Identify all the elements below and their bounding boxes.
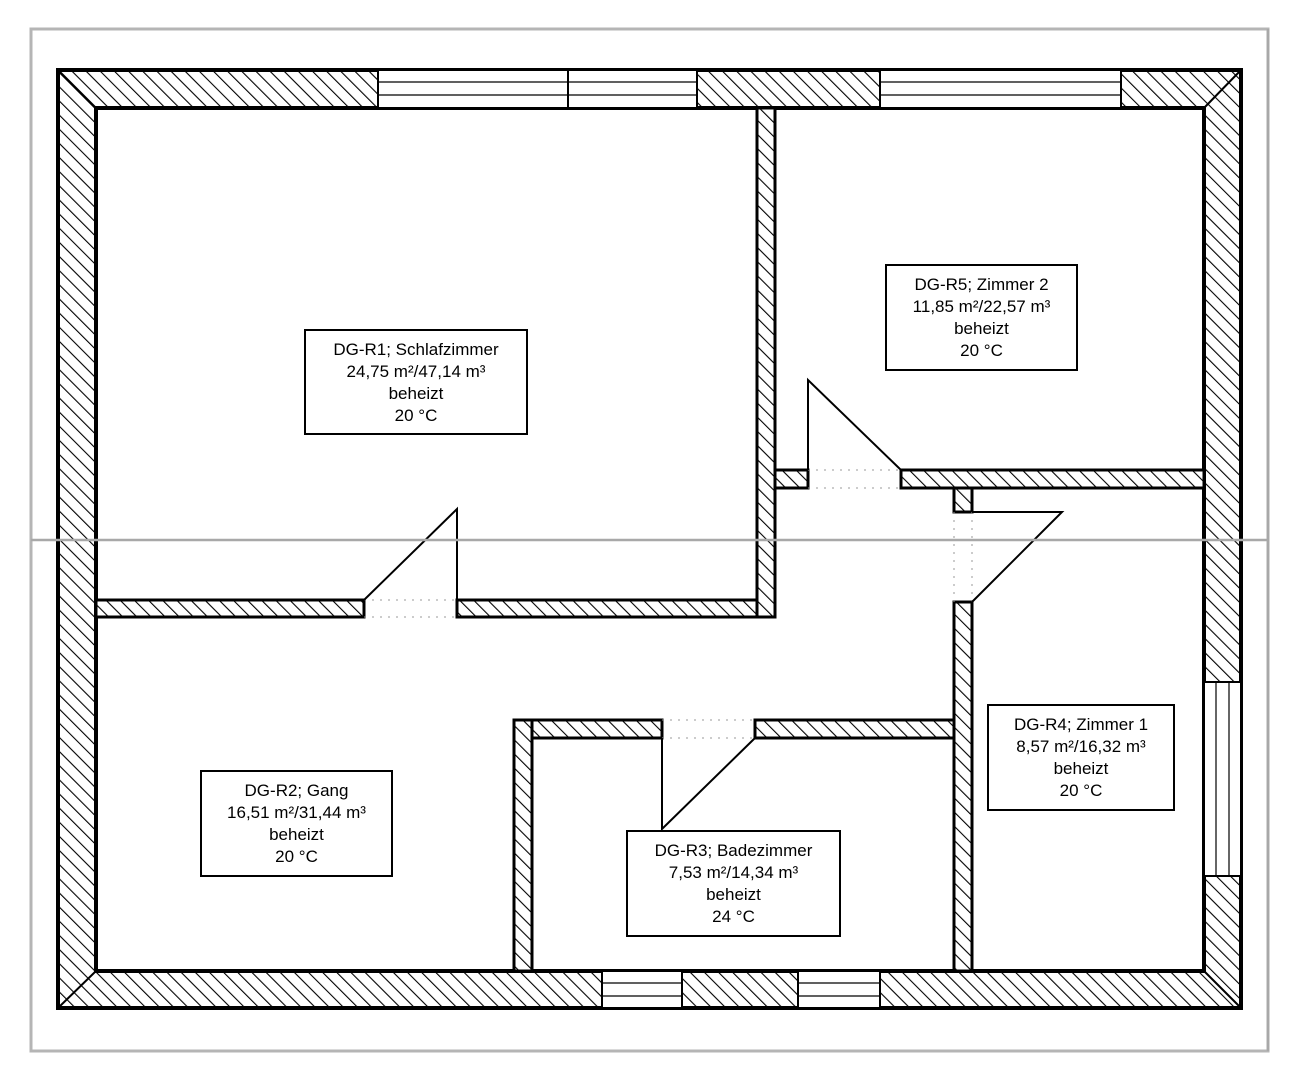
window-right — [1203, 681, 1242, 877]
room-label-dg-r2: DG-R2; Gang 16,51 m²/31,44 m³ beheizt 20… — [200, 770, 393, 877]
room-name: DG-R4; Zimmer 1 — [1013, 715, 1149, 734]
room-name: DG-R3; Badezimmer — [654, 841, 813, 860]
room-area-volume: 8,57 m²/16,32 m³ — [1016, 737, 1146, 756]
room-label-dg-r1: DG-R1; Schlafzimmer 24,75 m²/47,14 m³ be… — [304, 329, 528, 435]
room-name: DG-R1; Schlafzimmer — [333, 340, 499, 359]
room-name: DG-R2; Gang — [244, 781, 349, 800]
room-temperature: 20 °C — [394, 406, 438, 425]
wall-r4-stub-top — [952, 486, 974, 514]
room-status: beheizt — [269, 825, 324, 844]
room-area-volume: 24,75 m²/47,14 m³ — [346, 362, 486, 381]
window-top-2 — [567, 69, 698, 109]
wall-r4-left — [952, 600, 974, 973]
wall-r3-left — [512, 718, 534, 973]
room-area-volume: 7,53 m²/14,34 m³ — [668, 863, 799, 882]
wall-r1-bottom-right — [455, 598, 777, 619]
room-temperature: 20 °C — [1059, 781, 1103, 800]
window-bottom-1 — [601, 970, 683, 1009]
room-area-volume: 11,85 m²/22,57 m³ — [912, 297, 1051, 316]
wall-r5-bottom-left — [773, 468, 810, 490]
room-temperature: 20 °C — [275, 847, 318, 866]
wall-r1-bottom-left — [94, 598, 366, 619]
room-label-dg-r5: DG-R5; Zimmer 2 11,85 m²/22,57 m³ beheiz… — [885, 264, 1078, 371]
room-status: beheizt — [388, 384, 444, 403]
wall-r3-top-left — [512, 718, 664, 740]
room-temperature: 20 °C — [960, 341, 1003, 360]
room-status: beheizt — [954, 319, 1009, 338]
window-top-1 — [377, 69, 569, 109]
room-label-dg-r4: DG-R4; Zimmer 1 8,57 m²/16,32 m³ beheizt… — [987, 704, 1175, 811]
room-label-dg-r3: DG-R3; Badezimmer 7,53 m²/14,34 m³ behei… — [626, 830, 841, 937]
wall-r5-bottom-right — [899, 468, 1206, 490]
door-r1 — [363, 506, 458, 601]
room-status: beheizt — [706, 885, 761, 904]
door-r3 — [661, 737, 756, 832]
window-bottom-2 — [797, 970, 881, 1009]
door-r4 — [971, 511, 1065, 603]
room-name: DG-R5; Zimmer 2 — [914, 275, 1049, 294]
room-status: beheizt — [1053, 759, 1109, 778]
wall-corners — [57, 69, 1242, 1009]
window-top-3 — [879, 69, 1122, 109]
wall-r3-top-right — [753, 718, 956, 740]
room-area-volume: 16,51 m²/31,44 m³ — [227, 803, 366, 822]
wall-r1-r5 — [755, 106, 777, 619]
room-temperature: 24 °C — [712, 907, 755, 926]
door-r5 — [807, 377, 902, 471]
